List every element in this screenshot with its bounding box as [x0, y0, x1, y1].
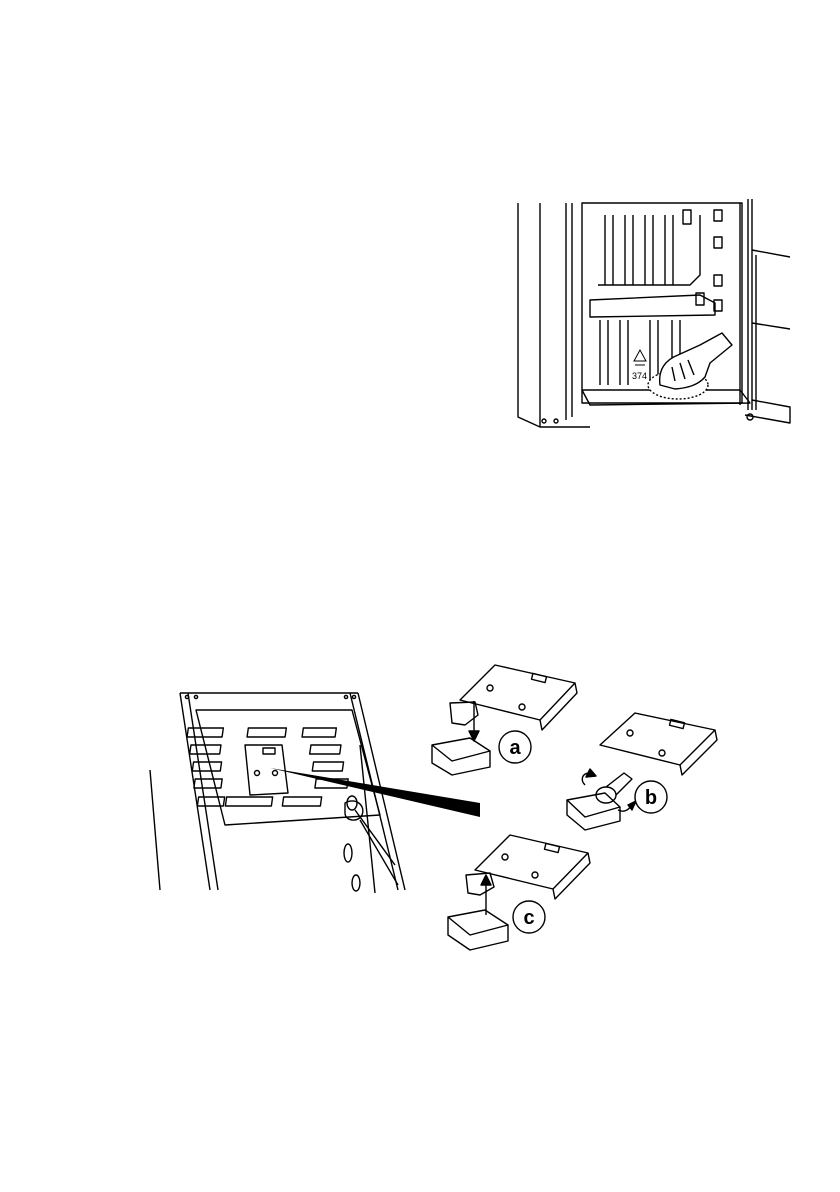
step-c-diagram: [448, 835, 590, 950]
step-a-label: a: [509, 737, 521, 759]
step-c-label: c: [523, 907, 534, 929]
recycling-mark: 374: [632, 350, 647, 381]
step-a-badge: a: [499, 731, 531, 763]
ceiling-panel: [196, 710, 380, 825]
step-b-badge: b: [635, 781, 667, 813]
hand-with-cloth: [648, 333, 732, 399]
cleaning-drawing: 374: [500, 195, 800, 440]
step-c-badge: c: [513, 901, 545, 933]
cabinet-side: [518, 203, 590, 427]
cabinet-perspective: [150, 693, 405, 893]
lamp-replacement-illustration: a b: [130, 645, 730, 975]
upper-ribs: [598, 215, 700, 285]
hinge-clip: [683, 210, 691, 224]
cleaning-illustration: 374: [500, 195, 800, 440]
marking-number: 374: [632, 371, 647, 381]
step-b-label: b: [645, 787, 657, 809]
callout-pointer: [270, 768, 480, 817]
lamp-replacement-drawing: a b: [130, 645, 730, 975]
step-b-diagram: [567, 713, 717, 830]
